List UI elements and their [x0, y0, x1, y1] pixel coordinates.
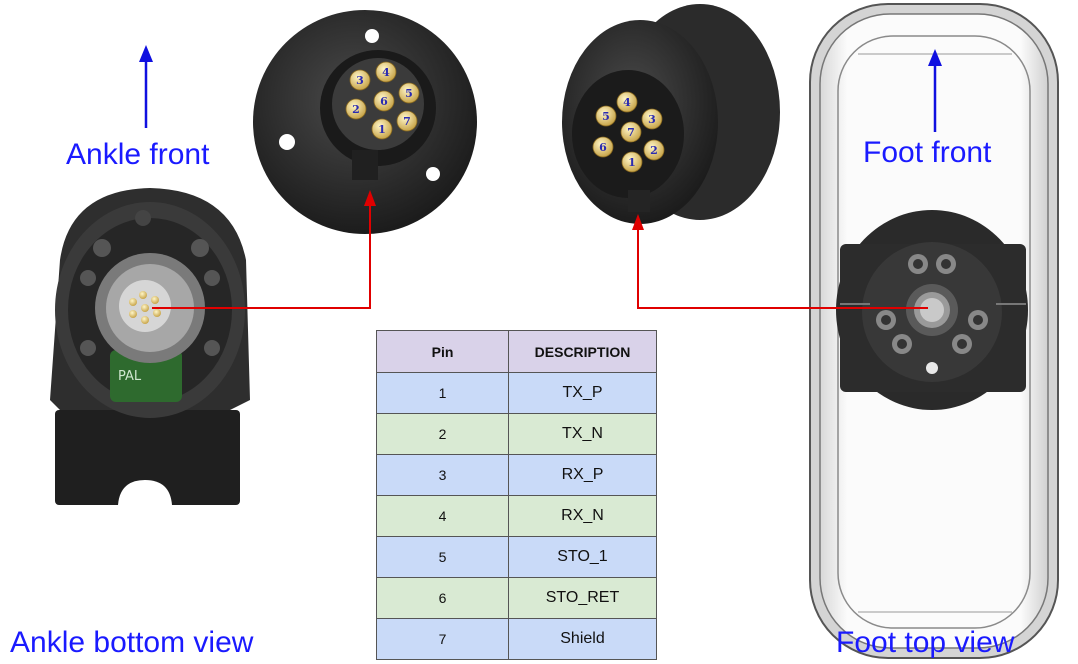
pin-description-cell: STO_RET — [508, 577, 657, 619]
connector-right-pin-label: 1 — [628, 156, 636, 169]
connector-left-pin-label: 4 — [382, 66, 390, 79]
connector-left: 1 2 3 4 5 6 7 — [253, 10, 477, 234]
pin-number-cell: 2 — [376, 413, 509, 455]
connector-right-pin-6 — [592, 136, 614, 158]
pin-number-cell: 1 — [376, 372, 509, 414]
connector-left-pin-7 — [396, 110, 418, 132]
connector-right-pin-label: 6 — [599, 141, 607, 154]
pin-description-cell: RX_N — [508, 495, 657, 537]
ankle-front-arrow — [139, 45, 153, 128]
connector-right-pin-label: 4 — [623, 96, 631, 109]
pin-number-cell: 4 — [376, 495, 509, 537]
connector-right-pin-1 — [621, 151, 643, 173]
pointer-ankle-to-connector — [152, 190, 376, 309]
pin-description-cell: Shield — [508, 618, 657, 660]
connector-left-pin-4 — [375, 61, 397, 83]
connector-left-pin-label: 3 — [356, 74, 364, 87]
pin-number-cell: 5 — [376, 536, 509, 578]
connector-right-pin-label: 5 — [602, 110, 610, 123]
connector-left-pin-label: 6 — [380, 95, 388, 108]
ankle-front-label: Ankle front — [66, 138, 210, 171]
connector-left-pins: 1 2 3 4 5 6 7 — [345, 61, 420, 140]
pin-number-cell: 6 — [376, 577, 509, 619]
connector-right-pin-7 — [620, 121, 642, 143]
connector-left-pin-label: 2 — [352, 103, 360, 116]
foot-front-label: Foot front — [863, 136, 992, 169]
connector-left-pin-label: 5 — [405, 87, 413, 100]
connector-right: 1 2 3 45 6 7 — [562, 4, 780, 224]
pointer-foot-to-connector — [632, 214, 928, 309]
connector-left-pin-1 — [371, 118, 393, 140]
pin-description-cell: TX_P — [508, 372, 657, 414]
ankle-bottom-render: PAL — [50, 188, 250, 505]
connector-left-pin-5 — [398, 82, 420, 104]
connector-right-pin-5 — [595, 105, 617, 127]
connector-left-pin-3 — [349, 69, 371, 91]
connector-right-pin-label: 3 — [648, 113, 656, 126]
connector-left-pin-2 — [345, 98, 367, 120]
connector-right-pin-2 — [643, 139, 665, 161]
pin-number-cell: 3 — [376, 454, 509, 496]
connector-right-pin-label: 7 — [627, 126, 635, 139]
connector-left-pin-6 — [373, 90, 395, 112]
pin-description-cell: RX_P — [508, 454, 657, 496]
pin-column-header: Pin — [376, 330, 509, 373]
pin-description-cell: STO_1 — [508, 536, 657, 578]
connector-left-pin-label: 1 — [378, 123, 386, 136]
connector-right-pins: 1 2 3 45 6 7 — [592, 91, 665, 173]
foot-front-arrow — [928, 49, 942, 132]
svg-text:PAL: PAL — [118, 369, 142, 384]
pin-description-cell: TX_N — [508, 413, 657, 455]
pin-number-cell: 7 — [376, 618, 509, 660]
foot-top-render — [809, 3, 1059, 659]
connector-right-pin-4 — [616, 91, 638, 113]
connector-left-pin-label: 7 — [403, 115, 411, 128]
description-column-header: DESCRIPTION — [508, 330, 657, 373]
ankle-bottom-view-label: Ankle bottom view — [10, 626, 254, 659]
connector-right-pin-3 — [641, 108, 663, 130]
foot-top-view-label: Foot top view — [836, 626, 1015, 659]
connector-right-pin-label: 2 — [650, 144, 658, 157]
table-header-row: Pin DESCRIPTION — [376, 330, 657, 373]
